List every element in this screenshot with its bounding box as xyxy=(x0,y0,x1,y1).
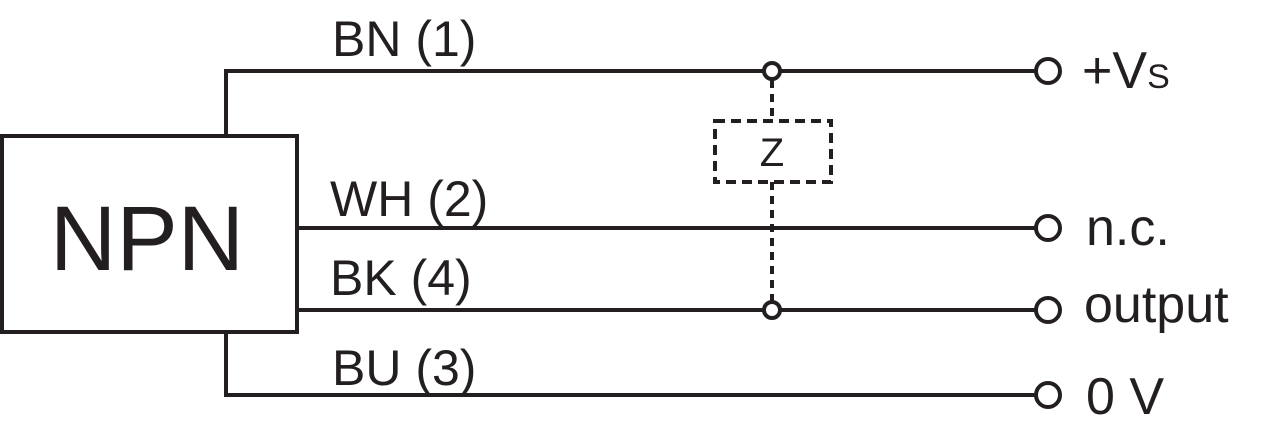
terminal-bn-label: +VS xyxy=(1082,42,1170,100)
wire-bk-label: BK (4) xyxy=(330,250,472,306)
wire-bn-label: BN (1) xyxy=(332,11,476,67)
terminal-bu xyxy=(1034,381,1062,409)
terminal-wh-label: n.c. xyxy=(1086,199,1170,257)
wire-bn xyxy=(224,69,1036,136)
junction-bk xyxy=(762,300,782,320)
load-z-label: Z xyxy=(760,131,784,175)
load-z-box xyxy=(713,119,833,184)
junction-bn xyxy=(762,61,782,81)
terminal-bu-label: 0 V xyxy=(1086,368,1164,426)
terminal-bn-sub: S xyxy=(1147,58,1170,96)
terminal-bk xyxy=(1034,296,1062,324)
wire-bu-label: BU (3) xyxy=(332,340,476,396)
terminal-bn xyxy=(1034,57,1062,85)
npn-block xyxy=(0,134,299,334)
terminal-wh xyxy=(1034,214,1062,242)
wire-bu xyxy=(224,332,1036,397)
npn-block-label: NPN xyxy=(50,188,244,290)
wire-wh-label: WH (2) xyxy=(330,171,488,227)
terminal-bn-main: +V xyxy=(1082,42,1147,100)
terminal-bk-label: output xyxy=(1084,276,1229,334)
